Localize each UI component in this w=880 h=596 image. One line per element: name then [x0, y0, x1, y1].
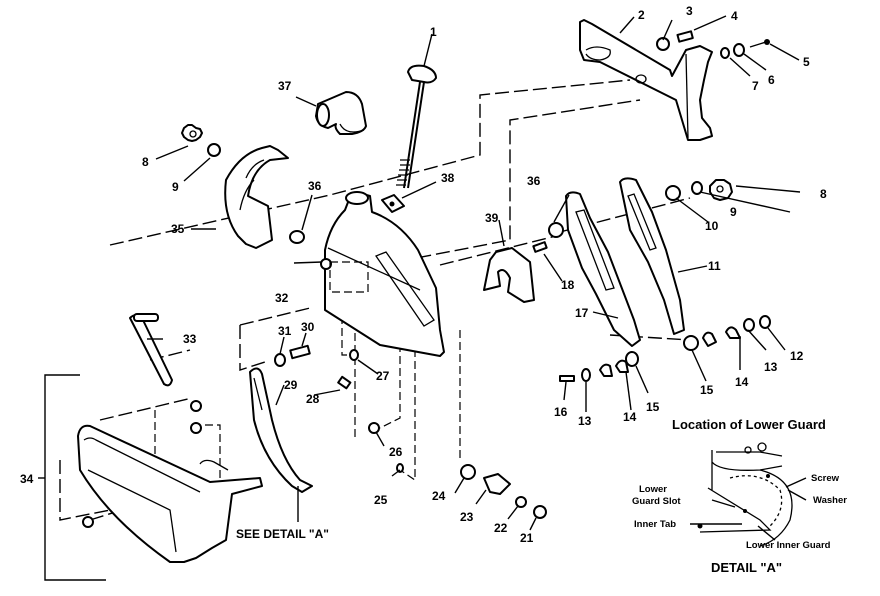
callout-13b: 13: [578, 414, 592, 428]
callout-9b: 9: [730, 205, 737, 219]
detail-label-screw: Screw: [811, 473, 840, 484]
callout-13a: 13: [764, 360, 778, 374]
callout-17: 17: [575, 306, 589, 320]
callout-15a: 15: [700, 383, 714, 397]
callout-23: 23: [460, 510, 474, 524]
part-2-bracket: [579, 19, 713, 141]
callout-26: 26: [389, 445, 403, 459]
callout-14a: 14: [735, 375, 749, 389]
part-36b-washer: [548, 222, 564, 238]
part-17-slide: [565, 191, 641, 347]
callout-6: 6: [768, 73, 775, 87]
leader-lines: [147, 15, 801, 531]
callout-24: 24: [432, 489, 446, 503]
part-35-blade-guard-cover: [224, 145, 289, 249]
detail-caption: DETAIL "A": [711, 560, 782, 575]
washers-12-16: [559, 315, 771, 382]
callout-2: 2: [638, 8, 645, 22]
callout-16: 16: [554, 405, 568, 419]
detail-drawing: [690, 442, 807, 547]
part-33-lever: [129, 313, 173, 387]
callout-10: 10: [705, 219, 719, 233]
callout-25: 25: [374, 493, 388, 507]
detail-label-inner-tab: Inner Tab: [634, 519, 676, 530]
callout-15b: 15: [646, 400, 660, 414]
callout-37: 37: [278, 79, 292, 93]
callout-12: 12: [790, 349, 804, 363]
callout-29: 29: [284, 378, 298, 392]
detail-label-washer: Washer: [813, 495, 847, 506]
callout-34: 34: [20, 472, 34, 486]
part-39-bracket: [483, 247, 535, 303]
part-34-lower-guard: [77, 400, 263, 563]
callout-18: 18: [561, 278, 575, 292]
part-32-upper-guard: [320, 191, 445, 357]
callout-36a: 36: [308, 179, 322, 193]
callout-21: 21: [520, 531, 534, 545]
part-29-arm: [249, 367, 313, 493]
detail-label-lower-guard-slot-2: Guard Slot: [632, 496, 681, 507]
part-11-slide: [619, 177, 685, 335]
part-1-rod: [396, 64, 437, 189]
callout-31: 31: [278, 324, 292, 338]
hardware-center: [274, 344, 404, 473]
callout-35: 35: [171, 222, 185, 236]
callout-5: 5: [803, 55, 810, 69]
callout-7: 7: [752, 79, 759, 93]
callout-8a: 8: [142, 155, 149, 169]
callout-38: 38: [441, 171, 455, 185]
detail-title: Location of Lower Guard: [672, 417, 826, 432]
callout-1: 1: [430, 25, 437, 39]
bracket-34: [38, 374, 106, 581]
hardware-bottom: [460, 464, 547, 519]
part-18-screw: [532, 241, 548, 253]
callout-8b: 8: [820, 187, 827, 201]
callout-22: 22: [494, 521, 508, 535]
callout-27: 27: [376, 369, 390, 383]
detail-label-lower-guard-slot-1: Lower: [639, 484, 667, 495]
detail-label-lower-inner-guard: Lower Inner Guard: [746, 540, 831, 551]
callout-4: 4: [731, 9, 738, 23]
hardware-left-top: [181, 124, 305, 244]
callout-28: 28: [306, 392, 320, 406]
callout-33: 33: [183, 332, 197, 346]
part-37-elbow: [315, 91, 367, 135]
callout-9a: 9: [172, 180, 179, 194]
detail-a: Location of Lower Guard Screw Washer Low…: [632, 417, 847, 575]
callout-labels: 1 2 3 4 5 6 7 8 8 9 9 10 11 12 13 13 14 …: [20, 4, 827, 545]
callout-36b: 36: [527, 174, 541, 188]
callout-3: 3: [686, 4, 693, 18]
callout-32: 32: [275, 291, 289, 305]
hardware-top-right: [656, 30, 770, 59]
callout-39: 39: [485, 211, 499, 225]
callout-14b: 14: [623, 410, 637, 424]
callout-11: 11: [708, 259, 721, 273]
callout-30: 30: [301, 320, 315, 334]
part-38-nut: [381, 194, 405, 213]
see-detail-label: SEE DETAIL "A": [236, 527, 329, 541]
